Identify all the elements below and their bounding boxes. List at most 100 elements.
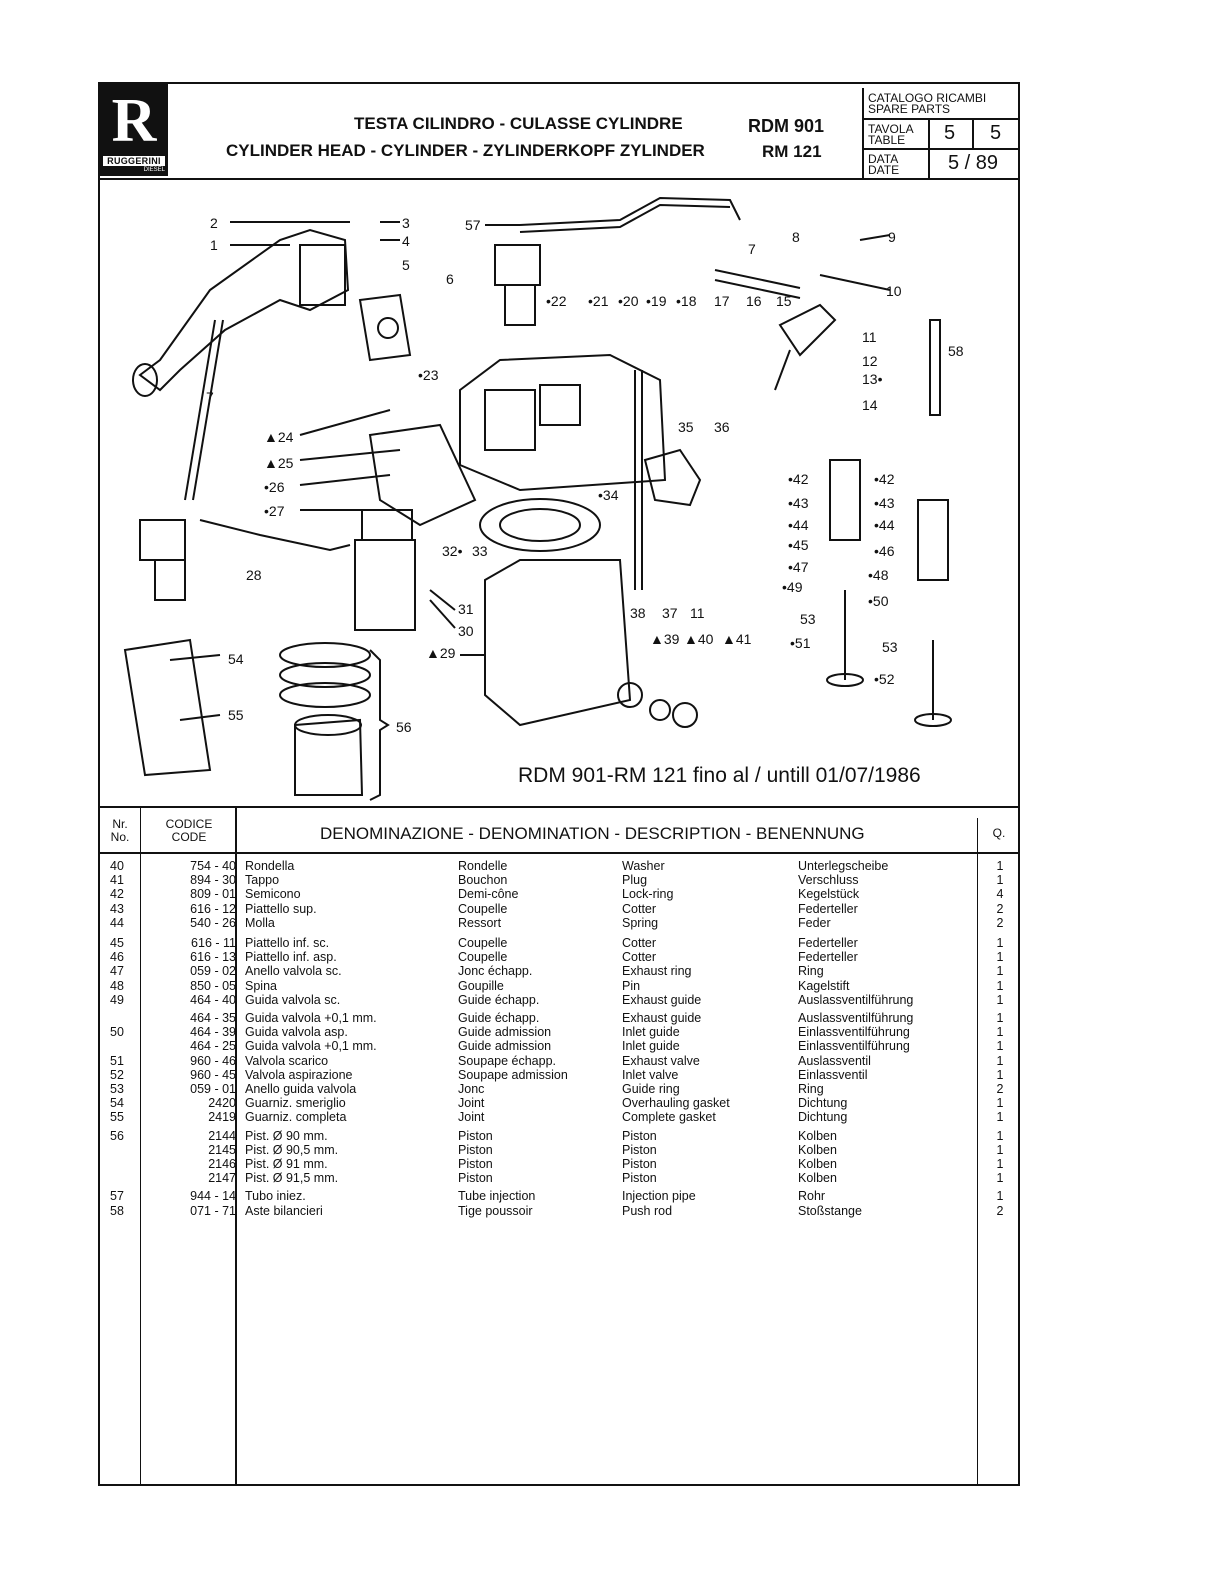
desc-french: Jonc échapp. [458, 964, 533, 979]
quantity: 1 [996, 1142, 1004, 1157]
quantity: 2 [996, 1203, 1004, 1218]
callout-label: •47 [788, 559, 809, 575]
quantity: 1 [996, 859, 1004, 873]
desc-french: Bouchon [458, 873, 508, 888]
callout-label: 6 [446, 271, 454, 287]
exhaust-manifold-shape [138, 228, 350, 392]
desc-italian: Guida valvola asp. [245, 1025, 348, 1040]
desc-english: Piston [622, 1142, 657, 1157]
desc-german: Auslassventilführung [798, 1011, 914, 1025]
callout-label: •27 [264, 503, 285, 519]
desc-french: Jonc [458, 1082, 485, 1096]
desc-german: Kolben [798, 1157, 837, 1171]
desc-english: Exhaust guide [622, 1011, 702, 1025]
callout-label: •46 [874, 543, 895, 559]
desc-english: Piston [622, 1171, 657, 1186]
catalog-label: CATALOGO RICAMBI SPARE PARTS [868, 91, 987, 116]
quantity: 1 [996, 1067, 1004, 1082]
quantity: 1 [996, 1039, 1004, 1054]
callout-label: •43 [874, 495, 895, 511]
desc-german: Ring [798, 964, 824, 979]
callout-label: •49 [782, 579, 803, 595]
logo-brand-name: RUGGERINI [103, 156, 165, 166]
title-italian-french: TESTA CILINDRO - CULASSE CYLINDRE [354, 114, 683, 133]
desc-english: Push rod [622, 1203, 673, 1218]
callout-label: •45 [788, 537, 809, 553]
logo-letter: R [111, 87, 157, 155]
desc-german: Kolben [798, 1142, 837, 1157]
desc-french: Piston [458, 1128, 493, 1143]
desc-french: Coupelle [458, 950, 508, 965]
desc-german: Kagelstift [798, 978, 850, 993]
callout-label: ▲39 [650, 631, 680, 647]
callout-label: 10 [886, 283, 902, 299]
part-number: 57 [110, 1189, 124, 1204]
col-divider-nr [140, 806, 141, 1484]
callout-label: 38 [630, 605, 646, 621]
desc-german: Kolben [798, 1171, 837, 1186]
callout-label: ▲41 [722, 631, 752, 647]
part-code: 2419 [208, 1110, 236, 1125]
desc-italian: Aste bilancieri [245, 1203, 323, 1218]
part-code: 059 - 01 [190, 1082, 236, 1096]
callout-label: 5 [402, 257, 410, 273]
desc-english: Washer [622, 859, 665, 873]
diagram-caption: RDM 901-RM 121 fino al / untill 01/07/19… [518, 764, 921, 787]
callout-label: 11 [690, 605, 705, 621]
part-code: 2144 [208, 1128, 236, 1143]
quantity: 1 [996, 1110, 1004, 1125]
header-description: DENOMINAZIONE - DENOMINATION - DESCRIPTI… [320, 824, 865, 843]
callout-label: 7 [206, 389, 214, 405]
table-header-bottom-border [98, 852, 1020, 854]
desc-italian: Anello guida valvola [245, 1082, 357, 1096]
quantity: 1 [996, 950, 1004, 965]
part-number: 48 [110, 978, 124, 993]
part-code: 944 - 14 [190, 1189, 236, 1204]
desc-french: Joint [458, 1110, 485, 1125]
desc-english: Exhaust guide [622, 992, 702, 1007]
callout-label: 32• [442, 543, 463, 559]
desc-german: Auslassventil [798, 1053, 871, 1068]
callout-label: 35 [678, 419, 694, 435]
part-number: 55 [110, 1110, 124, 1125]
part-code: 616 - 12 [190, 901, 236, 916]
table-label: TAVOLA TABLE [868, 122, 914, 147]
desc-italian: Piattello sup. [245, 901, 317, 916]
callout-label: 30 [458, 623, 474, 639]
desc-italian: Pist. Ø 91 mm. [245, 1157, 328, 1171]
col-divider-code [235, 806, 237, 1484]
desc-german: Kolben [798, 1128, 837, 1143]
desc-german: Einlassventilführung [798, 1039, 910, 1054]
desc-french: Tige poussoir [458, 1203, 533, 1218]
quantity: 1 [996, 936, 1004, 950]
callout-label: •26 [264, 479, 285, 495]
part-number: 54 [110, 1096, 124, 1111]
desc-italian: Pist. Ø 90 mm. [245, 1128, 328, 1143]
callout-label: ▲25 [264, 455, 294, 471]
desc-french: Ressort [458, 915, 502, 930]
part-number: 40 [110, 859, 124, 873]
part-number: 49 [110, 992, 124, 1007]
part-code: 894 - 30 [190, 873, 236, 888]
title-english-german: CYLINDER HEAD - CYLINDER - ZYLINDERKOPF … [226, 141, 705, 160]
desc-french: Demi-cône [458, 887, 519, 902]
callout-label: •22 [546, 293, 567, 309]
quantity: 1 [996, 1128, 1004, 1143]
part-number: 41 [110, 873, 124, 888]
callout-label: •43 [788, 495, 809, 511]
callout-label: 7 [748, 241, 756, 257]
callout-label: ▲24 [264, 429, 294, 445]
page-frame [98, 82, 1020, 1486]
diagram-shapes [123, 196, 952, 801]
callout-label: •42 [874, 471, 895, 487]
